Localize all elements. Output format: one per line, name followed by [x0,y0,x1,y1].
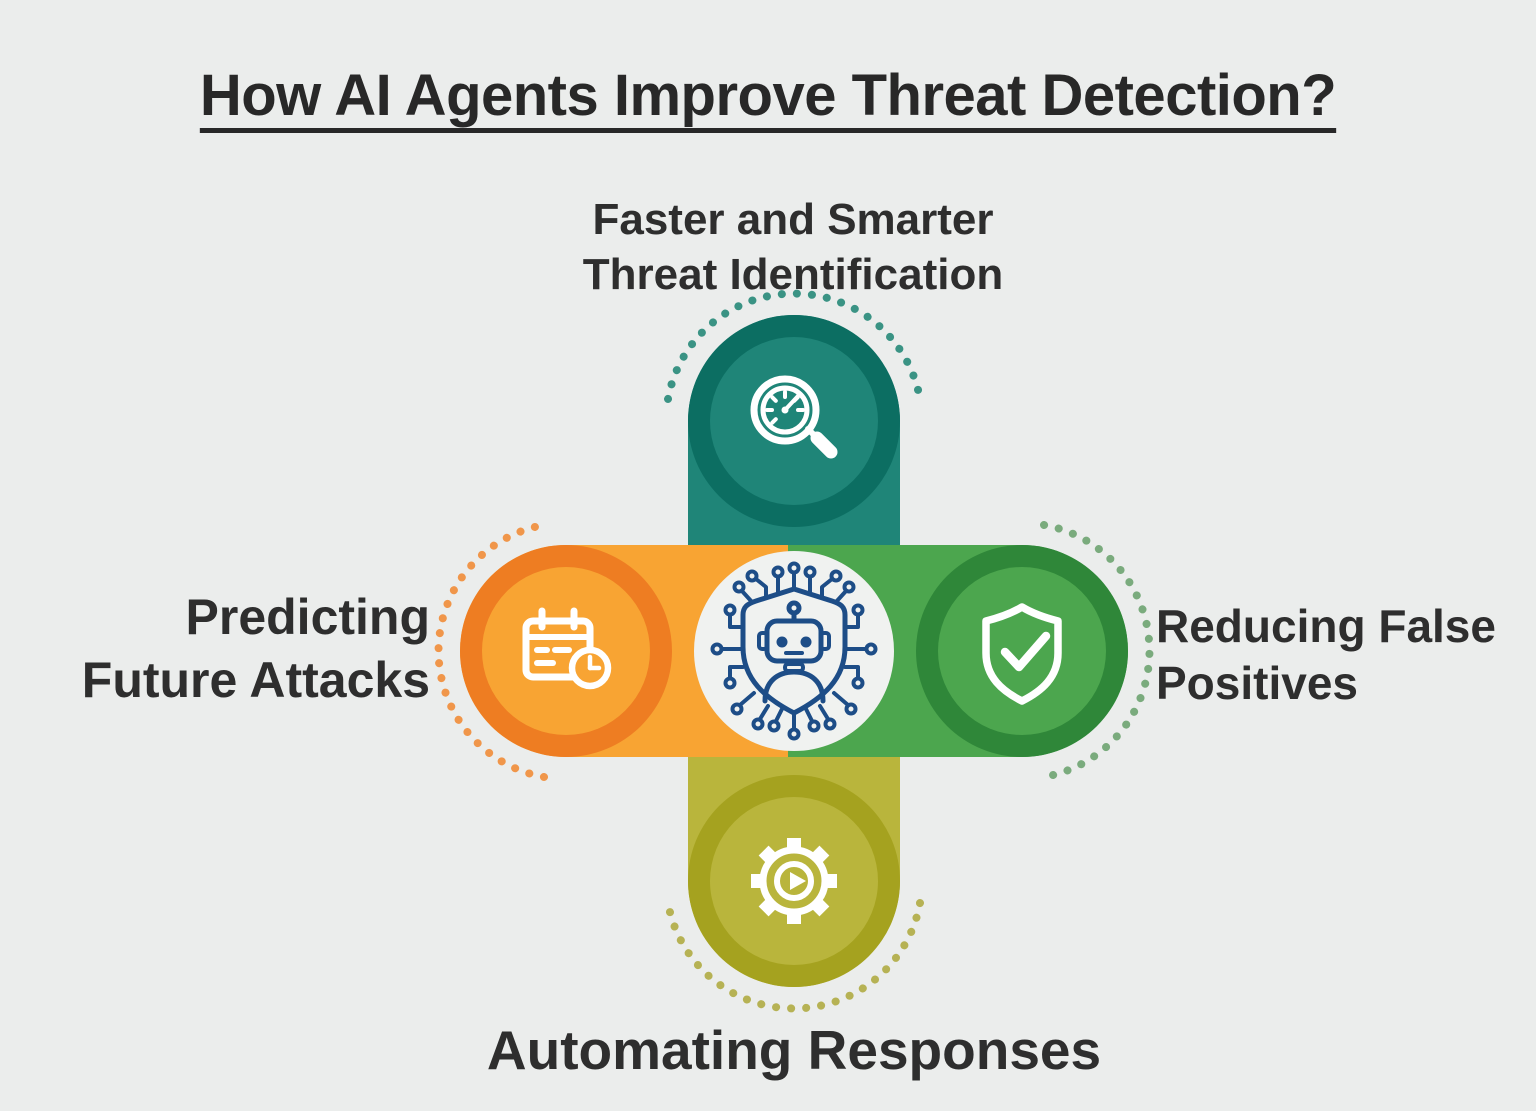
dotted-arc-top [664,289,924,403]
dotted-arcs [434,289,1154,1013]
shield-check-icon [982,603,1062,705]
dotted-arc-right [1040,521,1154,781]
calendar-clock-icon [522,607,612,690]
dotted-arc-bottom [664,899,924,1013]
right-node-inner [938,567,1106,735]
magnifier-gauge-icon [750,375,838,459]
ai-robot-shield-icon [710,561,878,741]
label-automating-responses: Automating Responses [486,1019,1102,1081]
label-reducing-false-positives: Reducing False Positives [1156,600,1496,710]
dotted-arc-left [434,521,548,781]
gear-play-icon [751,838,837,924]
label-faster-smarter-threat-identification: Faster and Smarter Threat Identification [582,195,1004,299]
label-predicting-future-attacks: Predicting Future Attacks [81,589,430,708]
circuit-traces [710,561,878,741]
top-node-inner [710,337,878,505]
page-title: How AI Agents Improve Threat Detection? [199,63,1337,128]
